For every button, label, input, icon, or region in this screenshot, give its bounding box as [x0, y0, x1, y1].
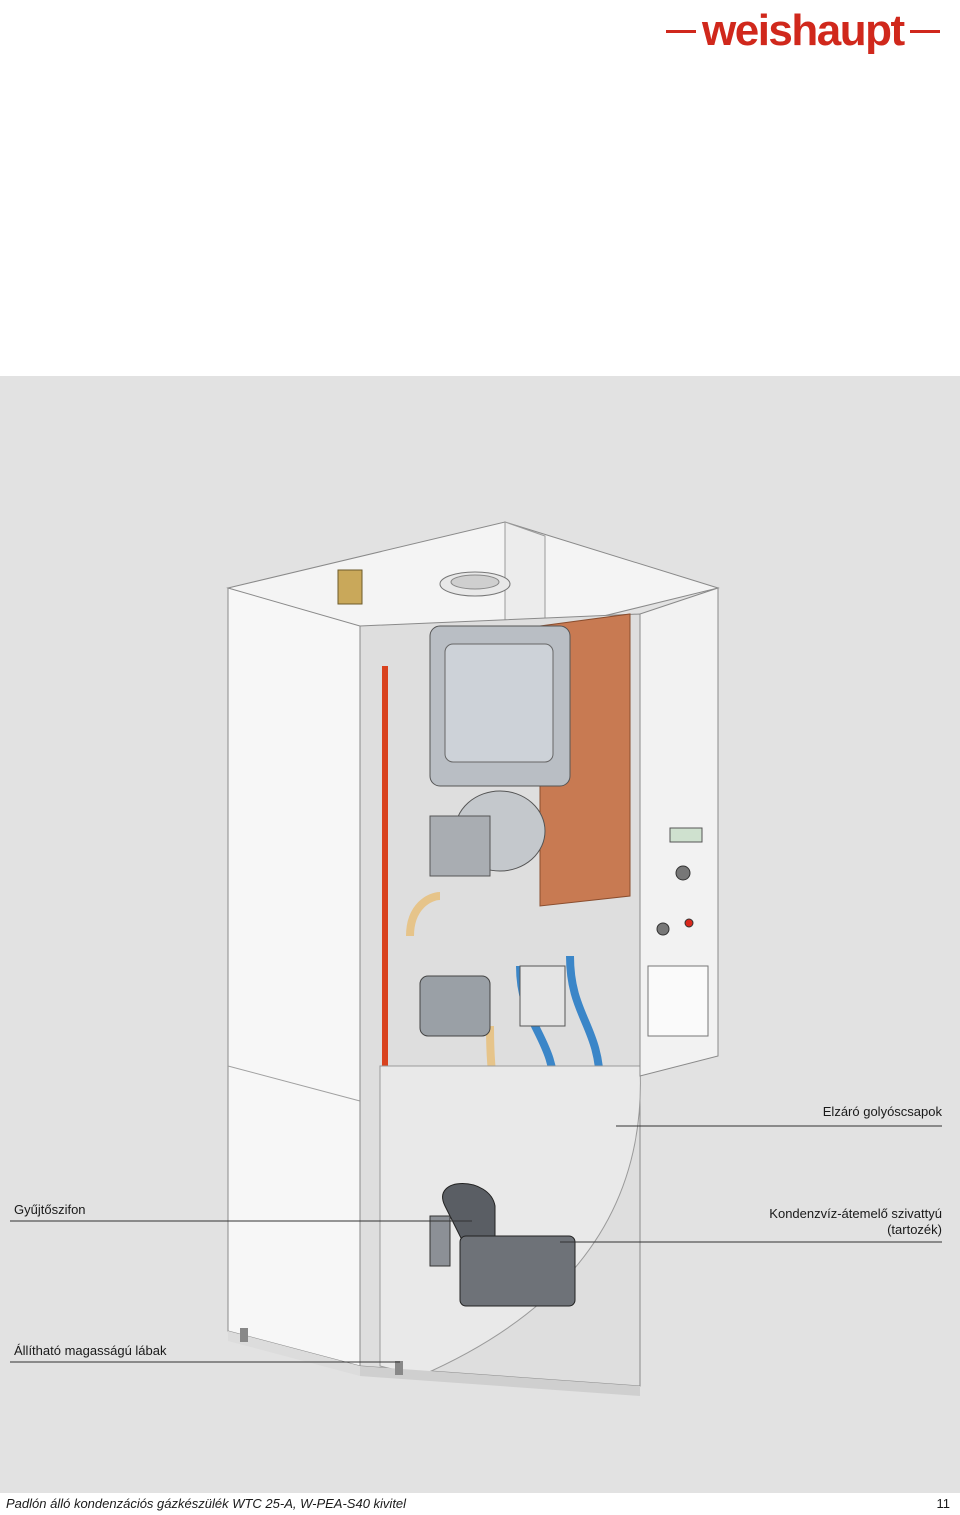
left-side-seam — [227, 1065, 361, 1102]
adjustable-foot — [240, 1328, 248, 1342]
condensate-pump — [459, 1235, 576, 1307]
connection-terminal — [647, 965, 709, 1037]
label-adjustable-feet: Állítható magasságú lábak — [14, 1343, 167, 1358]
label-condensate-pump-line1: Kondenzvíz-átemelő szivattyú — [769, 1206, 942, 1221]
main-switch — [656, 922, 670, 936]
air-vent — [337, 569, 363, 605]
logo-dash-right — [909, 29, 940, 33]
label-siphon: Gyűjtőszifon — [14, 1202, 86, 1217]
adjustable-foot — [395, 1361, 403, 1375]
page-number: 11 — [936, 1496, 951, 1511]
base-cutaway — [379, 1065, 641, 1377]
logo-dash-left — [666, 29, 696, 33]
gas-pipe — [406, 892, 441, 937]
label-condensate-pump: Kondenzvíz-átemelő szivattyú (tartozék) — [769, 1206, 942, 1238]
figure-caption: Padlón álló kondenzációs gázkészülék WTC… — [6, 1496, 407, 1511]
circulation-pump — [419, 975, 491, 1037]
sensor-box — [519, 965, 566, 1027]
weishaupt-logo: weishaupt — [660, 8, 960, 54]
burner-cover — [444, 643, 554, 763]
display — [669, 827, 703, 843]
selector-knob — [675, 865, 691, 881]
logo-wordmark: weishaupt — [702, 6, 905, 55]
cabinet-left-side — [227, 587, 361, 1367]
illustration-panel: Elzáró golyóscsapok Gyűjtőszifon Kondenz… — [0, 376, 960, 1493]
label-shutoff-valves: Elzáró golyóscsapok — [822, 1104, 942, 1119]
boiler-illustration — [10, 521, 942, 1396]
siphon-body — [442, 1183, 496, 1247]
label-condensate-pump-line2: (tartozék) — [887, 1222, 942, 1237]
reset-button — [684, 918, 694, 928]
gas-valve — [429, 815, 491, 877]
